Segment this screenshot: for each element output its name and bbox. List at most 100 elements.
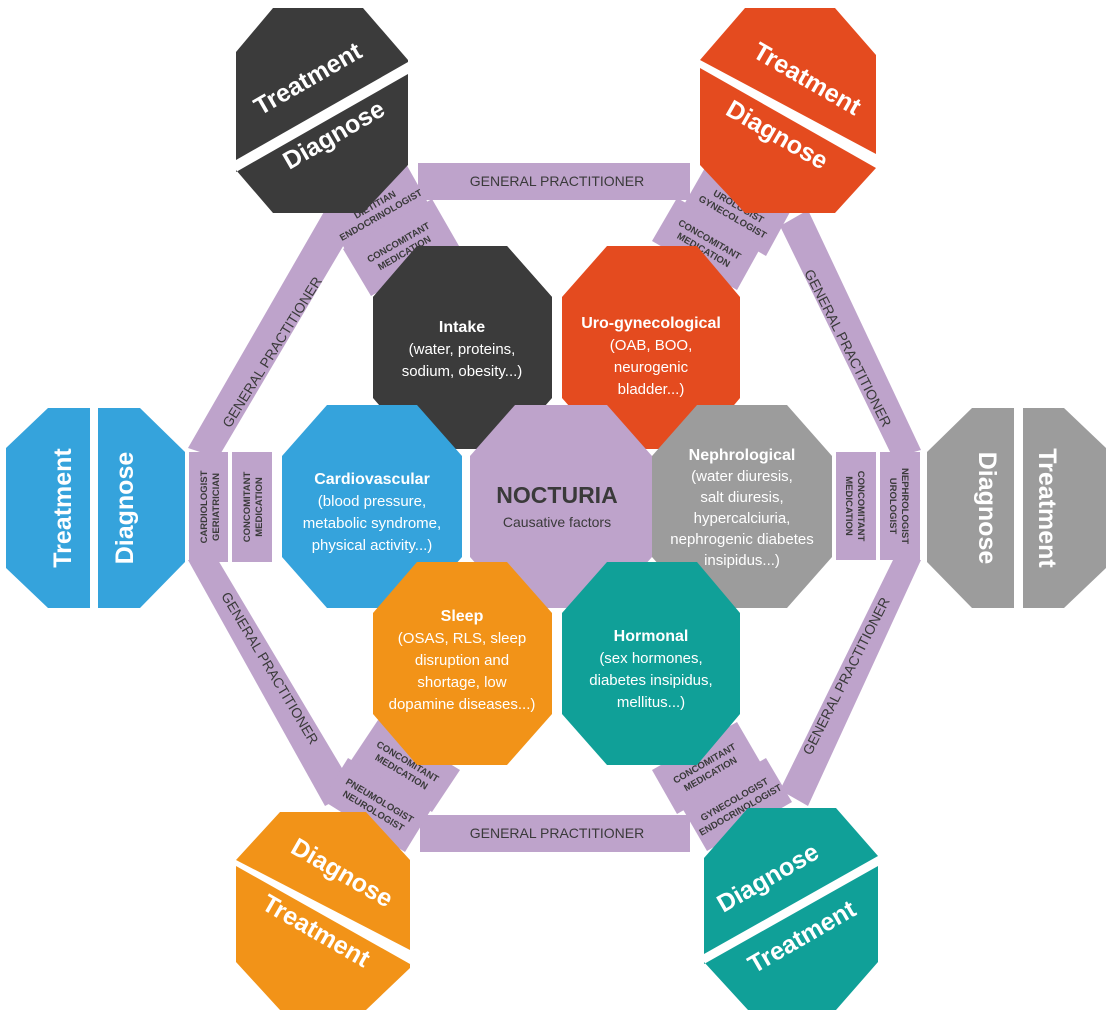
outer-left-diagnose-label: Diagnose	[111, 452, 139, 565]
svg-text:metabolic syndrome,: metabolic syndrome,	[303, 515, 441, 532]
svg-text:MEDICATION: MEDICATION	[254, 477, 265, 537]
hex-uro	[562, 246, 740, 449]
svg-text:(water diuresis,: (water diuresis,	[691, 468, 793, 485]
svg-text:neurogenic: neurogenic	[614, 359, 689, 376]
svg-text:disruption and: disruption and	[415, 652, 509, 669]
concomitant-text-left: CONCOMITANT MEDICATION	[242, 472, 265, 543]
svg-text:physical activity...): physical activity...)	[312, 537, 433, 554]
gp-label-upper-right: GENERAL PRACTITIONER	[801, 267, 894, 430]
factor-uro-text: Uro-gynecological (OAB, BOO, neurogenic …	[581, 315, 721, 398]
outer-bottom-left-diagnose	[236, 812, 410, 950]
frame-lower-left-bar	[188, 560, 355, 806]
outer-top-right: Treatment Diagnose	[700, 8, 876, 213]
svg-text:mellitus...): mellitus...)	[617, 694, 685, 711]
outer-top-left-diagnose	[236, 74, 408, 213]
outer-left-diagnose	[98, 408, 185, 608]
outer-bottom-right: Diagnose Treatment	[704, 808, 878, 1010]
specialist-text-right: NEPHROLOGIST UROLOGIST	[887, 468, 910, 544]
outer-right-treatment-label: Treatment	[1033, 448, 1061, 568]
svg-text:CONCOMITANT: CONCOMITANT	[855, 471, 866, 542]
concomitant-box-left	[232, 452, 272, 562]
svg-text:Hormonal: Hormonal	[614, 628, 689, 645]
concomitant-box-top-left	[343, 199, 459, 296]
factor-hormonal-text: Hormonal (sex hormones, diabetes insipid…	[589, 628, 712, 711]
svg-text:salt diuresis,: salt diuresis,	[700, 489, 783, 506]
center-title: NOCTURIA	[496, 482, 617, 508]
frame-lower-right-bar	[780, 560, 921, 806]
svg-text:MEDICATION: MEDICATION	[843, 476, 854, 536]
gp-label-upper-left: GENERAL PRACTITIONER	[219, 274, 325, 430]
svg-text:(OAB, BOO,: (OAB, BOO,	[610, 337, 693, 354]
frame-upper-right-bar	[780, 210, 921, 458]
hex-nephro	[652, 405, 832, 608]
outer-top-left-treatment	[236, 8, 408, 160]
svg-text:diabetes insipidus,: diabetes insipidus,	[589, 672, 712, 689]
svg-text:CARDIOLOGIST: CARDIOLOGIST	[199, 470, 210, 543]
svg-text:Uro-gynecological: Uro-gynecological	[581, 315, 721, 332]
gp-label-lower-right: GENERAL PRACTITIONER	[799, 595, 892, 758]
svg-text:nephrogenic diabetes: nephrogenic diabetes	[670, 531, 813, 548]
hex-intake-shape	[373, 246, 552, 449]
outer-right-diagnose-label: Diagnose	[973, 452, 1001, 565]
outer-bottom-left-treatment	[236, 866, 410, 1010]
hex-cardio	[282, 405, 462, 608]
outer-bottom-left: Diagnose Treatment	[236, 812, 410, 1010]
frame-bottom-bar	[420, 815, 690, 852]
svg-text:(water, proteins,: (water, proteins,	[409, 341, 516, 358]
hex-hormonal	[562, 562, 740, 765]
outer-bottom-right-diagnose	[704, 808, 878, 954]
outer-right: Diagnose Treatment	[927, 408, 1106, 608]
factor-texts: Intake (water, proteins, sodium, obesity…	[303, 315, 814, 713]
svg-text:NEPHROLOGIST: NEPHROLOGIST	[899, 468, 910, 544]
outer-right-diagnose	[927, 408, 1014, 608]
outer-left-treatment	[6, 408, 90, 608]
concomitant-box-bottom-right	[652, 722, 762, 814]
outer-right-treatment	[1023, 408, 1106, 608]
center-text: NOCTURIA Causative factors	[496, 482, 617, 530]
outer-left: Treatment Diagnose	[6, 408, 185, 608]
svg-text:Nephrological: Nephrological	[689, 447, 796, 464]
gp-label-top: GENERAL PRACTITIONER	[470, 173, 645, 189]
svg-text:Intake: Intake	[439, 319, 485, 336]
hex-center	[470, 405, 652, 608]
concomitant-box-right	[836, 452, 876, 560]
specialist-text-left: CARDIOLOGIST GERIATRICIAN	[199, 470, 222, 543]
svg-text:insipidus...): insipidus...)	[704, 552, 780, 569]
svg-text:sodium, obesity...): sodium, obesity...)	[402, 363, 523, 380]
svg-text:(sex hormones,: (sex hormones,	[599, 650, 702, 667]
concomitant-box-bottom-left	[350, 720, 460, 812]
svg-text:(OSAS, RLS, sleep: (OSAS, RLS, sleep	[398, 630, 526, 647]
outer-left-treatment-label: Treatment	[49, 448, 77, 568]
outer-top-right-treatment	[700, 8, 876, 154]
factor-hexagons	[282, 246, 832, 765]
svg-text:Sleep: Sleep	[441, 608, 484, 625]
specialist-box-left	[189, 452, 228, 562]
hex-sleep	[373, 562, 552, 765]
svg-text:(blood pressure,: (blood pressure,	[318, 493, 426, 510]
svg-text:UROLOGIST: UROLOGIST	[887, 478, 898, 535]
outer-top-right-diagnose	[700, 68, 876, 213]
svg-text:shortage, low: shortage, low	[417, 674, 506, 691]
center-subtitle: Causative factors	[503, 514, 611, 530]
frame-top-bar	[418, 163, 690, 200]
gp-label-bottom: GENERAL PRACTITIONER	[470, 825, 645, 841]
concomitant-box-top-right	[652, 198, 762, 290]
svg-text:CONCOMITANT: CONCOMITANT	[242, 472, 253, 543]
specialist-box-top-right	[682, 166, 790, 256]
specialist-box-right	[880, 452, 920, 560]
specialist-box-bottom-right	[681, 758, 792, 851]
gp-label-lower-left: GENERAL PRACTITIONER	[218, 589, 322, 747]
factor-sleep-text: Sleep (OSAS, RLS, sleep disruption and s…	[389, 608, 536, 713]
specialist-box-bottom-left	[322, 758, 432, 852]
svg-text:GERIATRICIAN: GERIATRICIAN	[211, 473, 222, 541]
factor-intake-text: Intake (water, proteins, sodium, obesity…	[402, 319, 523, 380]
frame-upper-left-bar	[188, 210, 355, 458]
factor-cardio-text: Cardiovascular (blood pressure, metaboli…	[303, 471, 441, 554]
specialist-box-top-left	[322, 162, 432, 258]
factor-nephro-text: Nephrological (water diuresis, salt diur…	[670, 447, 813, 569]
concomitant-text-right: CONCOMITANT MEDICATION	[843, 471, 866, 542]
svg-text:Cardiovascular: Cardiovascular	[314, 471, 430, 488]
svg-text:bladder...): bladder...)	[618, 381, 685, 398]
svg-text:dopamine diseases...): dopamine diseases...)	[389, 696, 536, 713]
